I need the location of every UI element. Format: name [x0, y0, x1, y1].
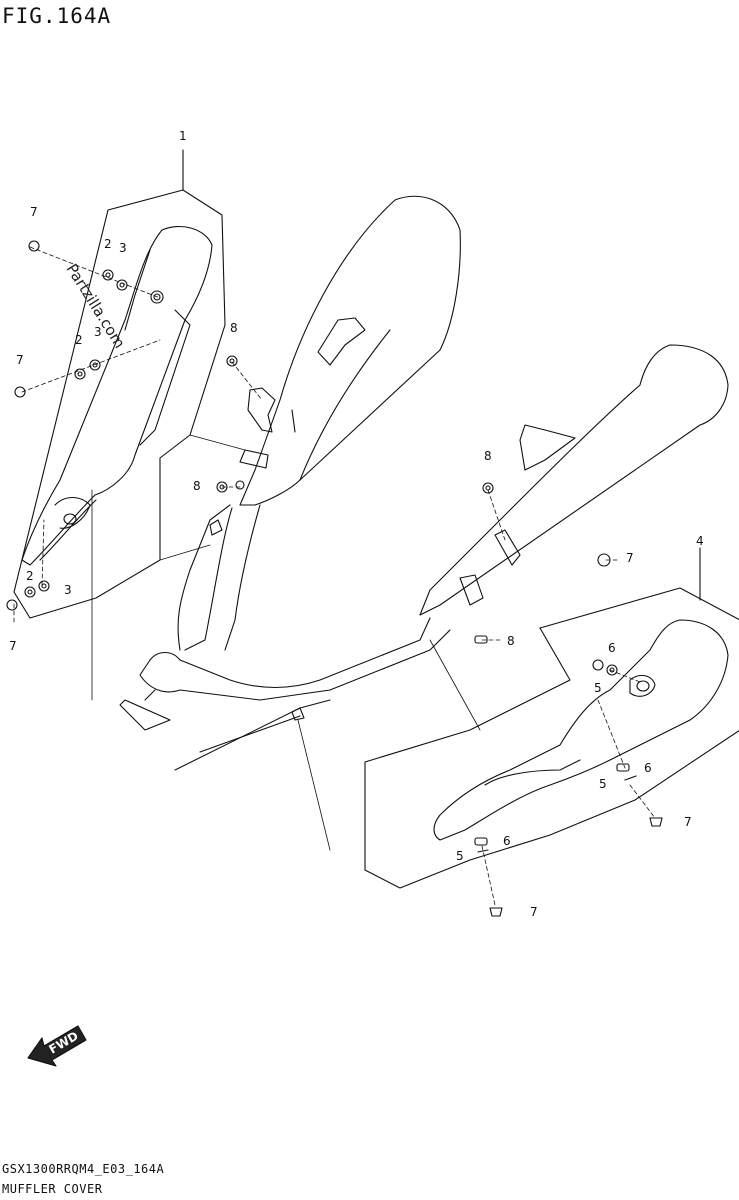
grommet-3-top [116, 279, 128, 291]
callout-1: 1 [179, 129, 187, 143]
callout-8: 8 [230, 321, 238, 335]
fwd-arrow-icon: FWD [27, 1025, 87, 1067]
callout-5: 5 [456, 849, 464, 863]
callout-7: 7 [684, 815, 692, 829]
callout-6: 6 [644, 761, 652, 775]
washer-2-top [102, 269, 114, 281]
callout-7: 7 [30, 205, 38, 219]
bolt-7-bottom [489, 907, 503, 917]
grommet-top-right [150, 290, 164, 304]
callout-7: 7 [626, 551, 634, 565]
grommet-6-mid [616, 763, 630, 772]
muffler-cover-left [21, 226, 213, 566]
callout-8: 8 [484, 449, 492, 463]
bolt-7-bottom-left [6, 599, 18, 611]
figure-title: FIG.164A [2, 4, 112, 28]
callout-7: 7 [9, 639, 17, 653]
bolt-7-right [597, 553, 611, 567]
callout-8: 8 [193, 479, 201, 493]
muffler-assembly [119, 195, 729, 771]
callout-5: 5 [594, 681, 602, 695]
callout-3: 3 [119, 241, 127, 255]
callout-3: 3 [64, 583, 72, 597]
bolt-7-mid [14, 386, 26, 398]
figure-name: MUFFLER COVER [2, 1182, 103, 1196]
callout-5: 5 [599, 777, 607, 791]
nut-8-mid [216, 481, 228, 493]
callout-6: 6 [503, 834, 511, 848]
figure-code: GSX1300RRQM4_E03_164A [2, 1162, 165, 1176]
callout-2: 2 [75, 333, 83, 347]
leader-lines [13, 246, 656, 906]
cover-4-outline-box [364, 547, 739, 889]
callout-7: 7 [16, 353, 24, 367]
callout-8: 8 [507, 634, 515, 648]
nut-8-lower [474, 635, 488, 644]
nut-8-right [482, 482, 494, 494]
muffler-cover-right [433, 619, 729, 841]
nut-8-top [226, 355, 238, 367]
fasteners [6, 240, 663, 917]
grommet-3-bottom [38, 580, 50, 592]
bolt-7-lower-right [649, 817, 663, 827]
washer-2-bottom [24, 586, 36, 598]
callout-3: 3 [94, 325, 102, 339]
callout-4: 4 [696, 534, 704, 548]
callout-labels: 1 7 2 3 2 3 7 8 8 2 3 7 8 7 4 8 6 5 6 5 … [9, 129, 704, 919]
washer-2-mid [74, 368, 86, 380]
grommet-6-top [606, 664, 618, 676]
grommet-3-mid [89, 359, 101, 371]
collar-5-top [592, 659, 604, 671]
callout-2: 2 [26, 569, 34, 583]
callout-2: 2 [104, 237, 112, 251]
callout-6: 6 [608, 641, 616, 655]
bolt-7-top-left [28, 240, 40, 252]
callout-7: 7 [530, 905, 538, 919]
grommet-6-bottom [474, 837, 488, 846]
